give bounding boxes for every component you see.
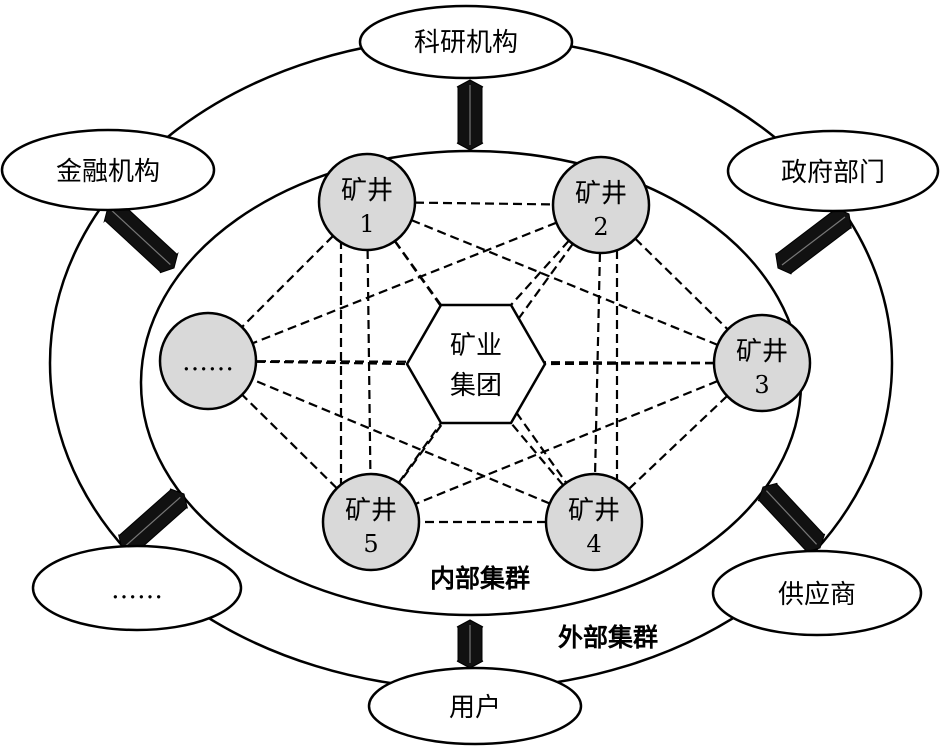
mine-number: 1 [359, 210, 374, 238]
mine-label: …… [182, 347, 234, 377]
mine-number: 5 [363, 530, 378, 558]
mine-label: 矿井 [341, 176, 393, 206]
outer-cluster-label: 外部集群 [558, 623, 658, 652]
arrow-政府部门-highlight [781, 216, 846, 266]
link-m2-m3 [634, 237, 729, 331]
external-用户[interactable]: 用户 [367, 666, 583, 746]
external-label: 政府部门 [781, 158, 885, 188]
arrows-group [103, 79, 852, 669]
external-label: 金融机构 [56, 157, 160, 187]
mine-label: 矿井 [736, 337, 788, 367]
mine-node-3[interactable]: 矿井 3 [712, 313, 812, 413]
link-m2-me [252, 221, 557, 345]
link-m1-m5 [366, 249, 372, 475]
link-m3-m5 [415, 380, 718, 505]
link-m1-me [241, 235, 334, 328]
mine-node-2[interactable]: 矿井 2 [551, 155, 651, 255]
mine-node-4[interactable]: 矿井 4 [544, 472, 644, 572]
external-label: …… [111, 575, 163, 605]
arrow-ellipsis-highlight [125, 496, 181, 547]
external-label: 用户 [449, 693, 501, 723]
hub-矿业集团[interactable]: 矿业 集团 [405, 303, 547, 425]
link-hub-m1 [394, 240, 442, 306]
mine-label: 矿井 [568, 496, 620, 526]
link-hub-m3 [544, 362, 715, 366]
mine-node-ellipsis[interactable]: …… [158, 311, 258, 411]
mine-number: 3 [754, 371, 769, 399]
mine-node-1[interactable]: 矿井 1 [317, 152, 417, 252]
external-label: 科研机构 [414, 28, 518, 58]
link-m1-m2 [414, 201, 554, 206]
external-科研机构[interactable]: 科研机构 [358, 4, 574, 80]
link-hub-m4 [510, 422, 565, 486]
link-m2-m4 [593, 252, 602, 475]
external-金融机构[interactable]: 金融机构 [0, 128, 216, 212]
inner-cluster-label: 内部集群 [430, 564, 530, 593]
link-m4-me [251, 378, 551, 505]
external-政府部门[interactable]: 政府部门 [726, 129, 940, 213]
mine-number: 4 [586, 530, 601, 558]
link-m3-m4 [628, 395, 728, 490]
link-m5-me [241, 393, 338, 490]
hub-label-line2: 集团 [450, 371, 502, 401]
link-hub-m2 [510, 239, 570, 306]
link-hub-me [255, 360, 408, 366]
mine-label: 矿井 [575, 179, 627, 209]
arrow-金融机构-highlight [111, 209, 171, 266]
mine-node-5[interactable]: 矿井 5 [321, 472, 421, 572]
mine-number: 2 [593, 213, 608, 241]
external-ellipsis[interactable]: …… [31, 544, 243, 632]
external-label: 供应商 [778, 580, 856, 610]
arrow-供应商-highlight [765, 490, 818, 545]
mine-label: 矿井 [345, 496, 397, 526]
links-group [241, 201, 729, 524]
hub-label-line1: 矿业 [450, 331, 502, 361]
external-供应商[interactable]: 供应商 [711, 549, 923, 637]
link-hub-m5 [397, 422, 442, 484]
